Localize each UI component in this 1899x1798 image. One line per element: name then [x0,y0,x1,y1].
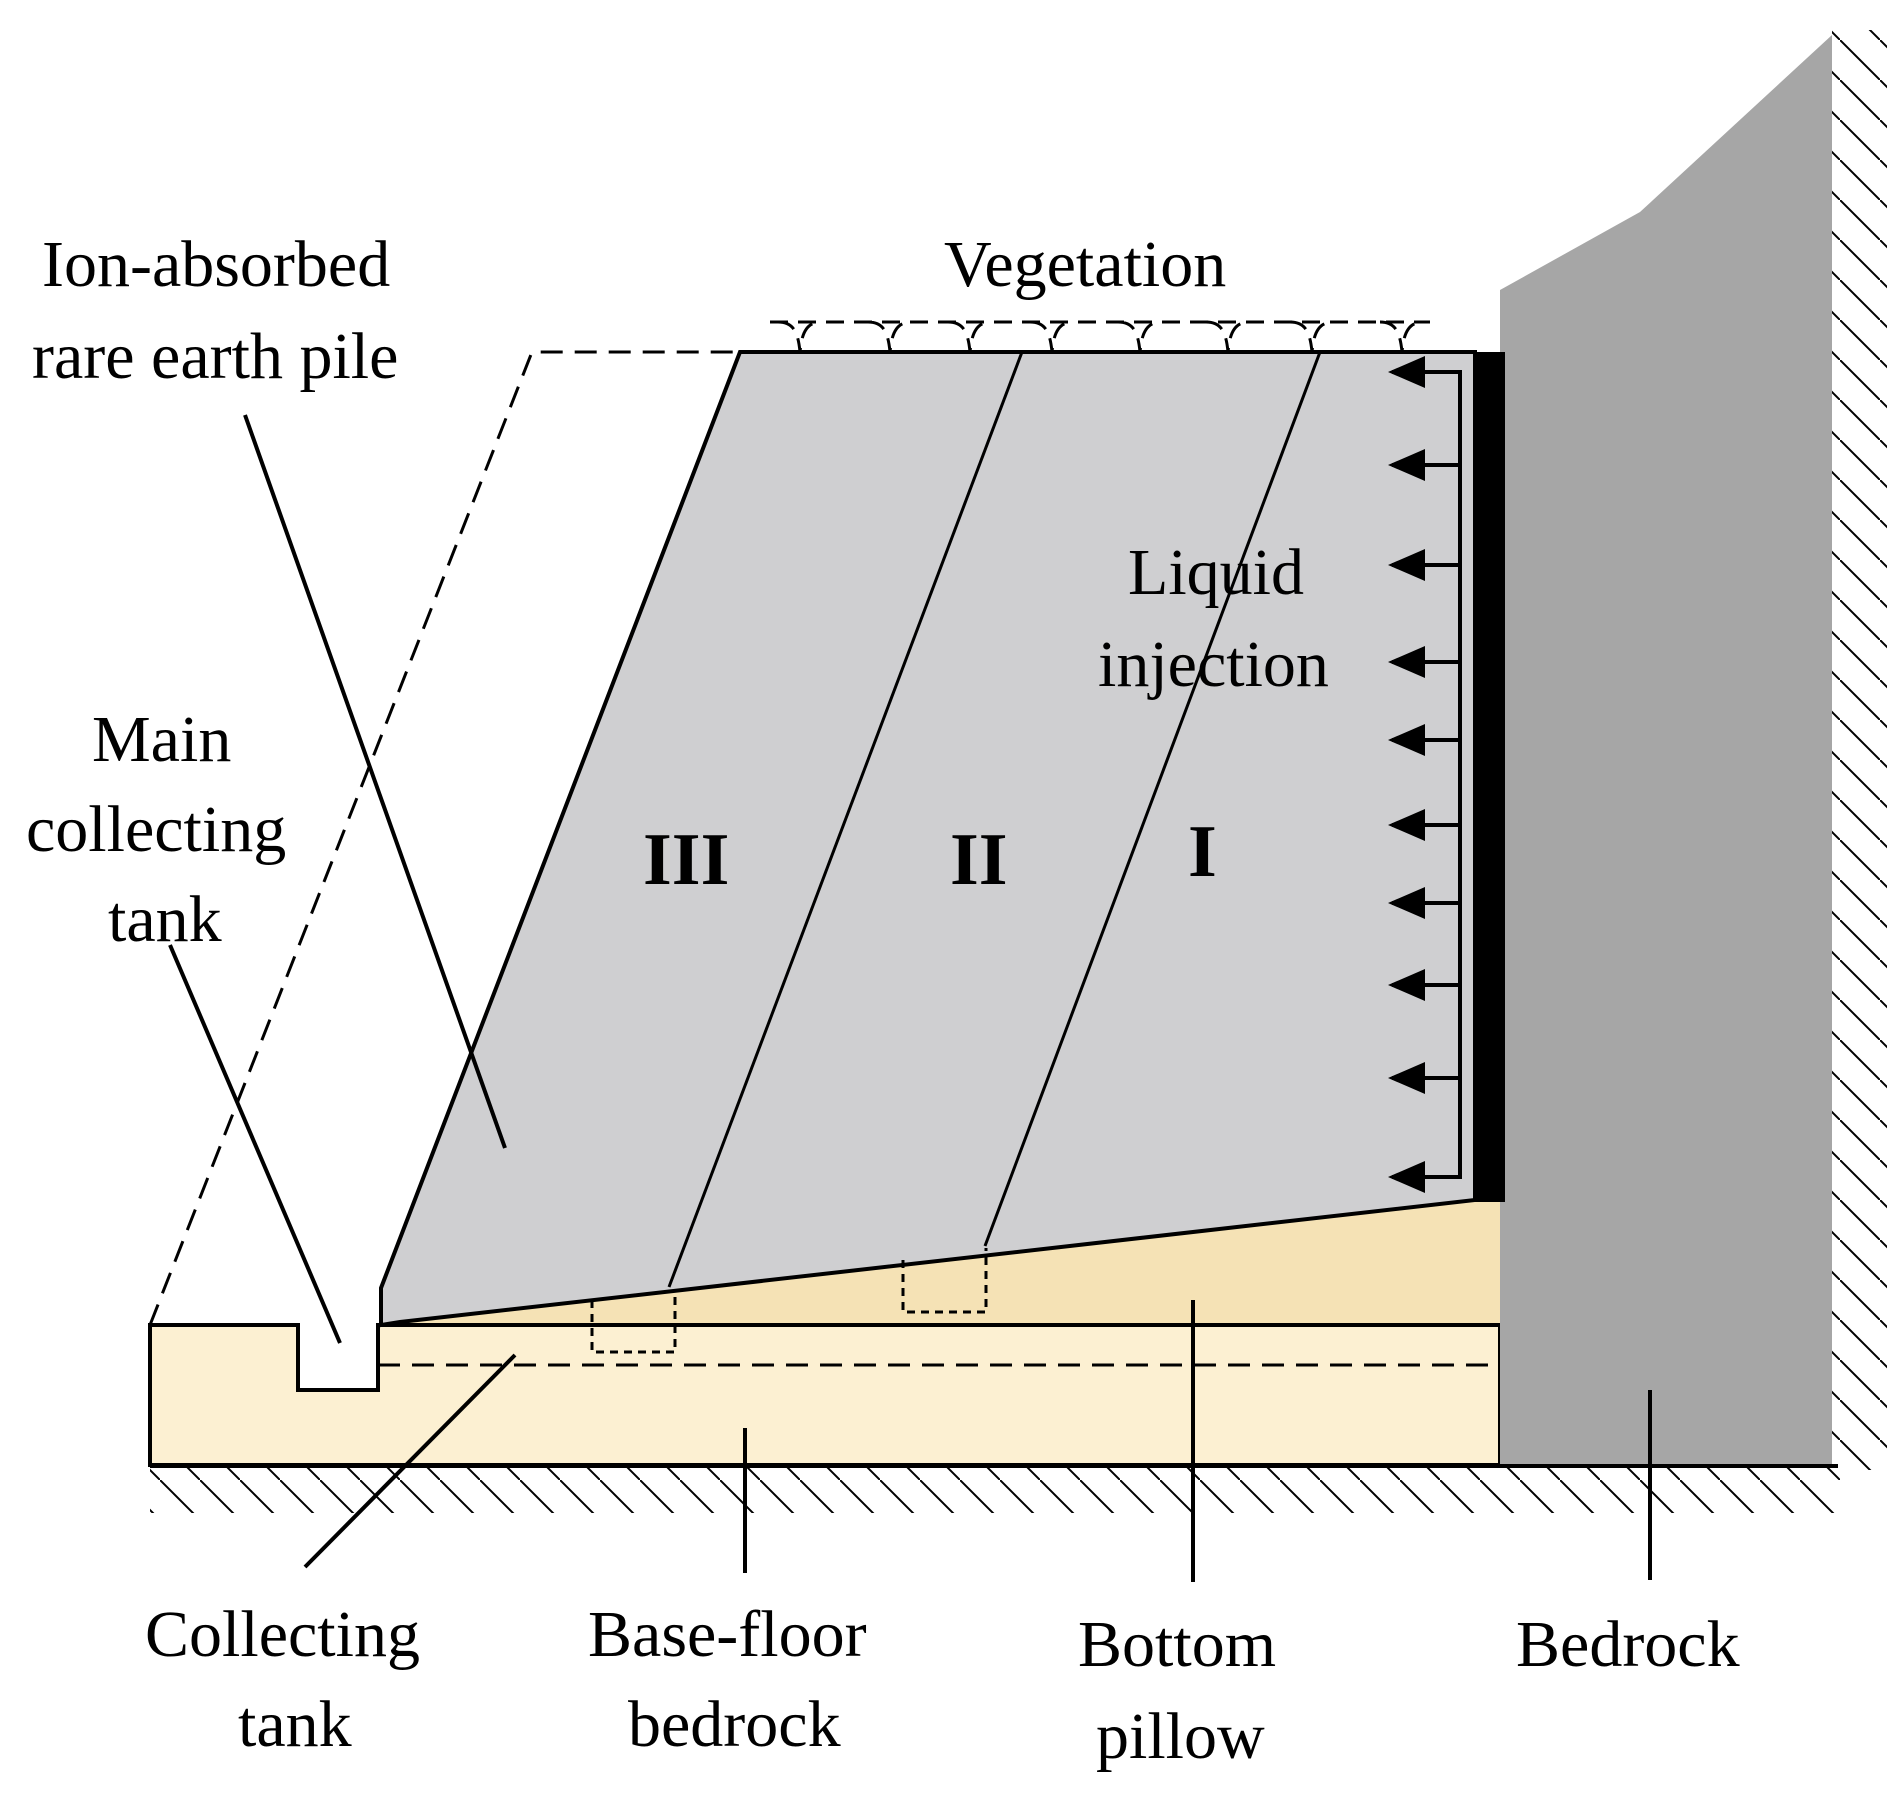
bedrock-hill [1500,35,1832,1465]
ore-pile [379,350,1477,1328]
label-pillow-line1: Bottom [1078,1608,1277,1681]
base-floor-bedrock [148,1323,1502,1467]
zone-divider-2 [983,351,1322,1247]
arrow-head [1388,549,1425,581]
label-liquid-line2: injection [1098,628,1329,701]
bottom-pillow [400,1200,1500,1325]
zone-label-1: I [1188,811,1217,893]
injection-wall [1475,352,1505,1202]
arrow-head [1388,887,1425,919]
leader-collecting-tank [303,1353,517,1569]
arrow-head [1388,356,1425,388]
label-bedrock: Bedrock [1516,1608,1740,1681]
zone-divider-1 [667,351,1024,1288]
arrow-head [1388,969,1425,1001]
zone-label-3: III [643,819,730,901]
label-base-line1: Base-floor [588,1598,867,1671]
label-collecting-line2: tank [238,1688,352,1761]
label-main-line1: Main [92,703,232,776]
ground-hatching [150,1468,1840,1513]
label-pile-line2: rare earth pile [32,320,399,393]
label-main-line2: collecting [26,793,287,866]
label-liquid-line1: Liquid [1128,536,1304,609]
arrow-head [1388,809,1425,841]
injection-header-pipe [1392,370,1462,1179]
label-collecting-line1: Collecting [145,1598,420,1671]
leader-main-tank [168,944,342,1344]
label-main-line3: tank [108,883,222,956]
arrow-head [1388,646,1425,678]
arrow-head [1388,1062,1425,1094]
vegetation-marks [770,320,1430,353]
wall-hatching [1832,30,1887,1470]
label-pile-line1: Ion-absorbed [42,228,391,301]
arrow-head [1388,1161,1425,1193]
original-pile-outline [148,350,740,1326]
arrow-head [1388,449,1425,481]
zone-label-2: II [950,819,1008,901]
leader-pile [243,414,507,1149]
label-pillow-line2: pillow [1096,1700,1265,1773]
arrow-head [1388,724,1425,756]
label-base-line2: bedrock [628,1688,841,1761]
label-vegetation: Vegetation [944,228,1227,301]
